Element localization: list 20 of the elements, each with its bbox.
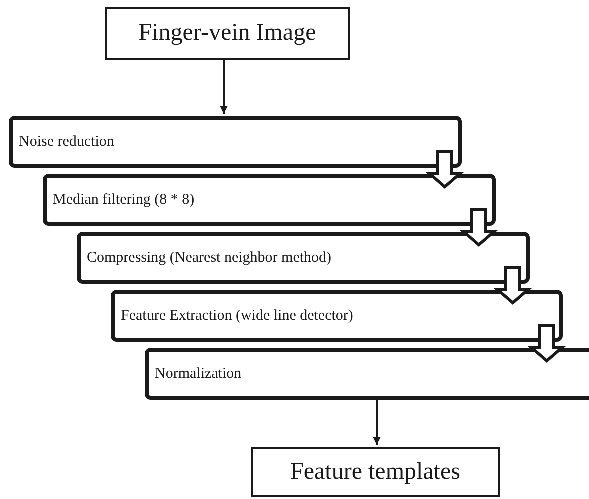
process-box bbox=[145, 348, 589, 400]
box-label: Noise reduction bbox=[19, 134, 114, 150]
hollow-arrow bbox=[528, 324, 566, 363]
arrow bbox=[373, 399, 381, 445]
process-box bbox=[111, 290, 563, 342]
terminal-box bbox=[105, 7, 350, 60]
hollow-arrow bbox=[426, 150, 464, 189]
arrow bbox=[220, 59, 228, 114]
box-label: Feature Extraction (wide line detector) bbox=[121, 308, 354, 324]
box-label: Compressing (Nearest neighbor method) bbox=[87, 250, 332, 266]
box-label: Normalization bbox=[155, 366, 242, 382]
process-box bbox=[9, 116, 462, 168]
box-label: Feature templates bbox=[290, 458, 460, 486]
process-box bbox=[77, 232, 530, 284]
box-label: Median filtering (8 * 8) bbox=[53, 192, 195, 208]
hollow-arrow bbox=[460, 208, 498, 247]
terminal-box bbox=[251, 447, 500, 497]
box-label: Finger-vein Image bbox=[138, 20, 316, 47]
process-box bbox=[43, 174, 496, 226]
hollow-arrow bbox=[494, 266, 532, 305]
